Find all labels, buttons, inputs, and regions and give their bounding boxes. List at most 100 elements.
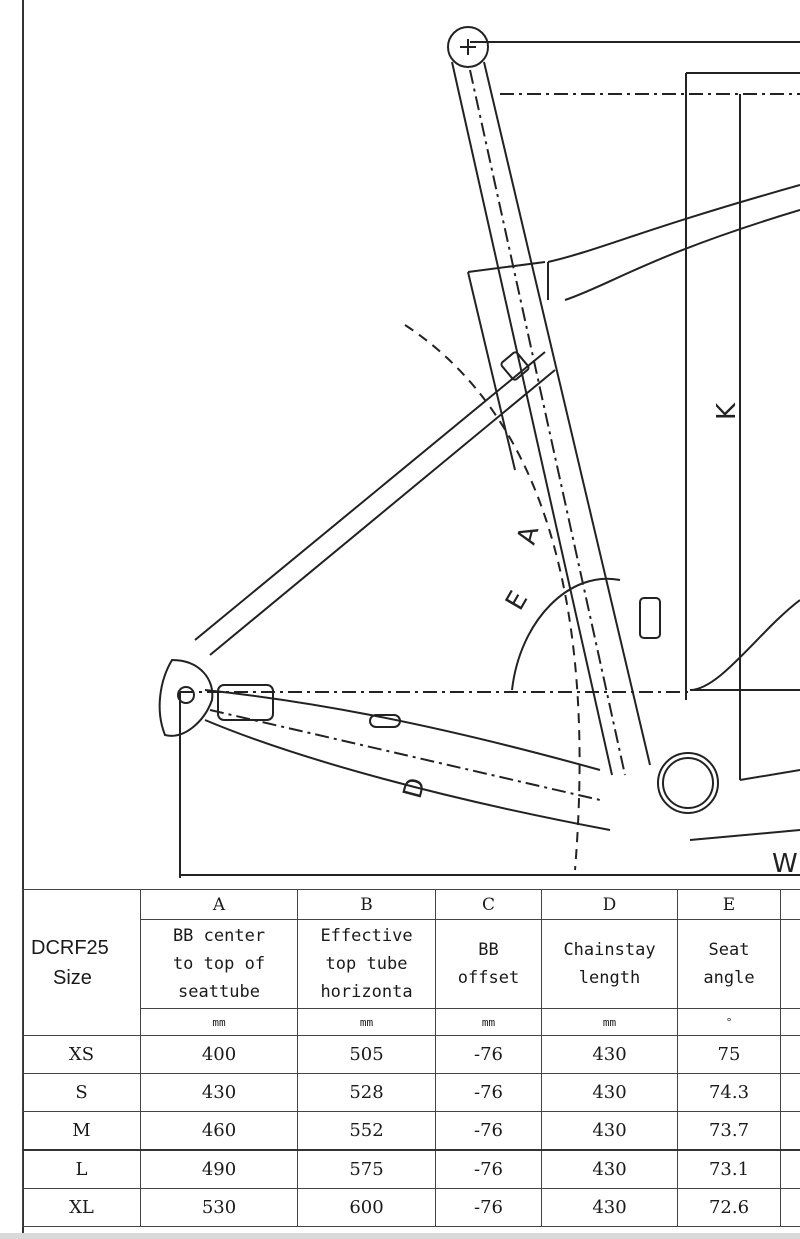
desc-b-line3: horizonta [320,982,413,1002]
dim-label-e: E [500,586,534,615]
page-border-left [22,0,24,1239]
value-a: 530 [140,1188,298,1227]
value-c: -76 [435,1111,542,1151]
col-letter-e: E [677,889,781,920]
construction-line-1 [467,271,516,471]
derailleur-mount [639,597,661,639]
desc-e-line2: angle [703,968,755,988]
bb-drop-line [689,829,800,841]
value-e: 73.1 [677,1149,781,1189]
desc-c-line1: BB [478,940,499,960]
col-desc-c: BB offset [435,919,542,1009]
value-b: 575 [297,1149,436,1189]
col-letter-b: B [297,889,436,920]
rear-dropout [158,658,214,737]
size-cell: S [22,1073,141,1112]
value-d: 430 [541,1035,678,1074]
bottom-edge-band [0,1233,800,1239]
chainstay-centerline [209,709,601,801]
value-b: 552 [297,1111,436,1151]
value-e: 73.7 [677,1111,781,1151]
frame-geometry-drawing: A E K W D [158,26,800,879]
unit-a: mm [140,1008,298,1036]
model-name: DCRF25 [31,936,109,959]
value-b: 600 [297,1188,436,1227]
table-row: L 490 575 -76 430 73.1 [22,1149,800,1189]
dim-label-w: W [772,849,798,879]
desc-d-line2: length [578,968,641,988]
col-desc-d: Chainstay length [541,919,678,1009]
chainstay-lower [204,719,611,831]
value-d: 430 [541,1188,678,1227]
header-unit-row: mm mm mm mm ° [23,1008,800,1036]
value-e: 74.3 [677,1073,781,1112]
cutoff-cell [780,1188,800,1227]
seat-tube-centerline [469,69,626,776]
desc-b-line2: top tube [325,954,408,974]
col-letter-cutoff [780,889,800,920]
col-desc-a: BB center to top of seattube [140,919,298,1009]
value-c: -76 [435,1073,542,1112]
cable-port [500,351,530,381]
top-tube-lower-edge [564,209,800,301]
rear-axle [177,686,195,704]
unit-b: mm [297,1008,436,1036]
seatpost-clamp [447,26,489,68]
header-description-row: BB center to top of seattube Effective t… [23,919,800,1009]
table-row: XL 530 600 -76 430 72.6 [22,1188,800,1227]
unit-c: mm [435,1008,542,1036]
reach-reference [467,261,546,273]
table-row: XS 400 505 -76 430 75 [22,1035,800,1074]
unit-e: ° [677,1008,781,1036]
size-cell: L [22,1149,141,1189]
dim-label-a: A [512,523,546,548]
desc-a-line3: seattube [178,982,260,1002]
value-b: 505 [297,1035,436,1074]
col-desc-b: Effective top tube horizonta [297,919,436,1009]
cutoff-cell [780,1035,800,1074]
col-desc-e: Seat angle [677,919,781,1009]
col-desc-cutoff [780,919,800,1009]
value-d: 430 [541,1073,678,1112]
value-a: 490 [140,1149,298,1189]
value-c: -76 [435,1188,542,1227]
desc-e-line1: Seat [708,940,750,960]
value-a: 430 [140,1073,298,1112]
size-cell: XL [22,1188,141,1227]
value-a: 460 [140,1111,298,1151]
desc-a-line1: BB center [172,926,266,946]
desc-d-line1: Chainstay [563,940,656,960]
value-d: 430 [541,1149,678,1189]
col-letter-d: D [541,889,678,920]
geometry-table: DCRF25 Size A B C D E BB center to top o… [22,889,800,1227]
bottom-bracket-shell [657,752,719,814]
model-size-cell: DCRF25 Size [22,889,141,1036]
col-letter-c: C [435,889,542,920]
seat-stay-lower [209,369,556,656]
seat-tube-left-edge [451,61,613,776]
unit-d: mm [541,1008,678,1036]
header-letters-row: DCRF25 Size A B C D E [22,889,800,1036]
cutoff-cell [780,1111,800,1151]
value-a: 400 [140,1035,298,1074]
top-tube-upper-edge [547,184,800,263]
dim-label-k: K [712,402,742,420]
desc-c-line2: offset [457,968,520,988]
chainstay-port [369,714,401,728]
cutoff-cell [780,1149,800,1189]
value-b: 528 [297,1073,436,1112]
value-e: 72.6 [677,1188,781,1227]
table-row: M 460 552 -76 430 73.7 [22,1111,800,1151]
frame-drawing-svg: A E K W D [158,26,800,879]
col-letter-a: A [140,889,298,920]
size-label: Size [53,966,92,989]
value-c: -76 [435,1035,542,1074]
size-cell: M [22,1111,141,1151]
size-cell: XS [22,1035,141,1074]
front-center-arc [404,324,581,871]
desc-a-line2: to top of [172,954,266,974]
table-row: S 430 528 -76 430 74.3 [22,1073,800,1112]
bb-lower-line [739,769,800,781]
seat-angle-arc [511,577,621,691]
chainstay-upper [204,689,601,771]
